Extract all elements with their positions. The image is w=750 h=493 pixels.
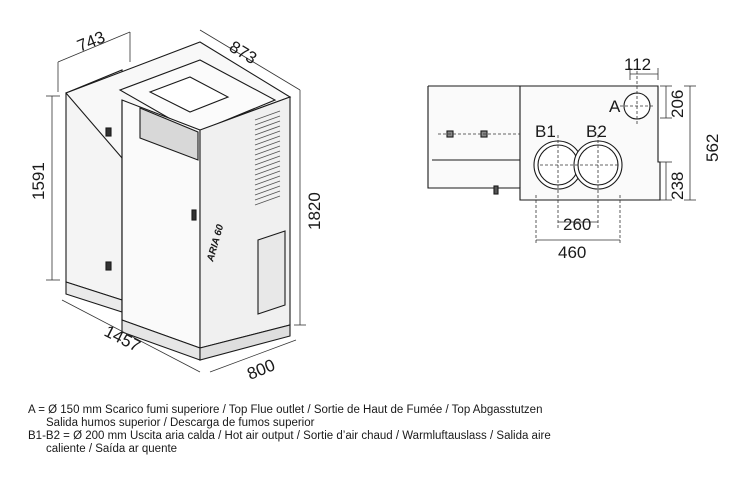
legend-line-b: B1-B2 = Ø 200 mm Uscita aria calda / Hot…	[28, 430, 551, 442]
top-view	[427, 85, 661, 201]
stove-perspective-view	[65, 41, 292, 361]
dim-b-spacing: 260	[563, 215, 591, 234]
dim-height-left: 1591	[29, 162, 48, 200]
label-b1: B1	[535, 122, 556, 141]
dim-top-depth: 743	[74, 27, 107, 55]
dim-a-height: 206	[668, 90, 687, 118]
front-grille	[139, 107, 199, 161]
dim-height-right: 1820	[305, 192, 324, 230]
dim-b-height: 238	[668, 172, 687, 200]
perspective-dimension-lines	[46, 29, 306, 373]
hinge	[105, 261, 112, 271]
handle	[191, 209, 197, 221]
technical-drawing: ARIA 60 743 873 1591 1820 1457 800	[29, 27, 722, 383]
top-view-center-lines	[438, 66, 654, 245]
legend-line-b-cont: caliente / Saída ar quente	[46, 443, 178, 455]
dim-b-span: 460	[558, 243, 586, 262]
side-face	[199, 96, 291, 349]
side-lower-panel	[257, 230, 286, 315]
legend: A = Ø 150 mm Scarico fumi superiore / To…	[28, 404, 728, 456]
top-view-dimension-lines	[536, 68, 696, 241]
hinge	[105, 127, 112, 137]
legend-line-a-cont: Salida humos superior / Descarga de fumo…	[46, 417, 315, 429]
legend-line-a: A = Ø 150 mm Scarico fumi superiore / To…	[28, 404, 543, 416]
dim-total-depth: 562	[703, 134, 722, 162]
side-vents	[254, 110, 281, 206]
dim-bottom-depth: 800	[244, 355, 277, 383]
side-plinth	[199, 324, 291, 361]
side-hinge	[493, 185, 499, 195]
top-window	[148, 76, 230, 113]
label-a: A	[609, 97, 621, 116]
label-b2: B2	[586, 122, 607, 141]
dim-a-offset: 112	[624, 55, 651, 74]
